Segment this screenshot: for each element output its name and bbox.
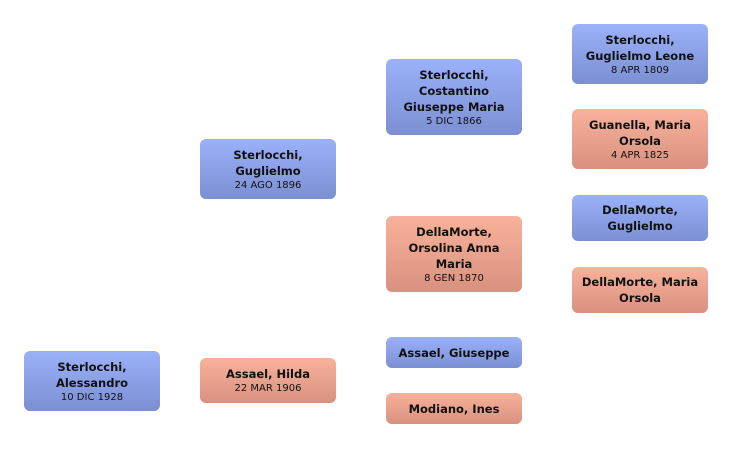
person-name: DellaMorte, Guglielmo (602, 203, 678, 233)
person-name: Sterlocchi, Alessandro (55, 359, 129, 390)
person-name: Sterlocchi, Costantino Giuseppe Maria (403, 67, 505, 114)
person-name: Sterlocchi, Guglielmo Leone (585, 32, 695, 63)
person-birth-date: 4 APR 1825 (611, 149, 669, 161)
person-name: DellaMorte, Orsolina Anna Maria (408, 224, 500, 271)
person-card-guglielmo-leone[interactable]: Sterlocchi, Guglielmo Leone 8 APR 1809 (572, 24, 708, 84)
person-birth-date: 24 AGO 1896 (234, 179, 302, 191)
person-birth-date: 8 GEN 1870 (424, 272, 484, 284)
person-birth-date: 10 DIC 1928 (60, 391, 124, 403)
person-birth-date: 5 DIC 1866 (426, 115, 482, 127)
person-card-dellamorte-maria-orsola[interactable]: DellaMorte, Maria Orsola (572, 267, 708, 313)
person-name: Sterlocchi, Guglielmo (233, 147, 303, 178)
person-card-giuseppe[interactable]: Assael, Giuseppe (386, 337, 522, 368)
person-name: Assael, Hilda (226, 367, 310, 381)
person-card-ines[interactable]: Modiano, Ines (386, 393, 522, 424)
person-name: DellaMorte, Maria Orsola (581, 275, 699, 305)
person-birth-date: 8 APR 1809 (611, 64, 669, 76)
person-card-guglielmo[interactable]: Sterlocchi, Guglielmo 24 AGO 1896 (200, 139, 336, 199)
person-name: Modiano, Ines (408, 401, 500, 416)
person-card-orsolina[interactable]: DellaMorte, Orsolina Anna Maria 8 GEN 18… (386, 216, 522, 292)
person-birth-date: 22 MAR 1906 (234, 383, 302, 394)
person-name: Guanella, Maria Orsola (589, 117, 691, 148)
person-card-alessandro[interactable]: Sterlocchi, Alessandro 10 DIC 1928 (24, 351, 160, 411)
person-card-costantino[interactable]: Sterlocchi, Costantino Giuseppe Maria 5 … (386, 59, 522, 135)
person-card-dellamorte-guglielmo[interactable]: DellaMorte, Guglielmo (572, 195, 708, 241)
person-name: Assael, Giuseppe (398, 345, 510, 360)
person-card-guanella[interactable]: Guanella, Maria Orsola 4 APR 1825 (572, 109, 708, 169)
person-card-hilda[interactable]: Assael, Hilda 22 MAR 1906 (200, 358, 336, 403)
